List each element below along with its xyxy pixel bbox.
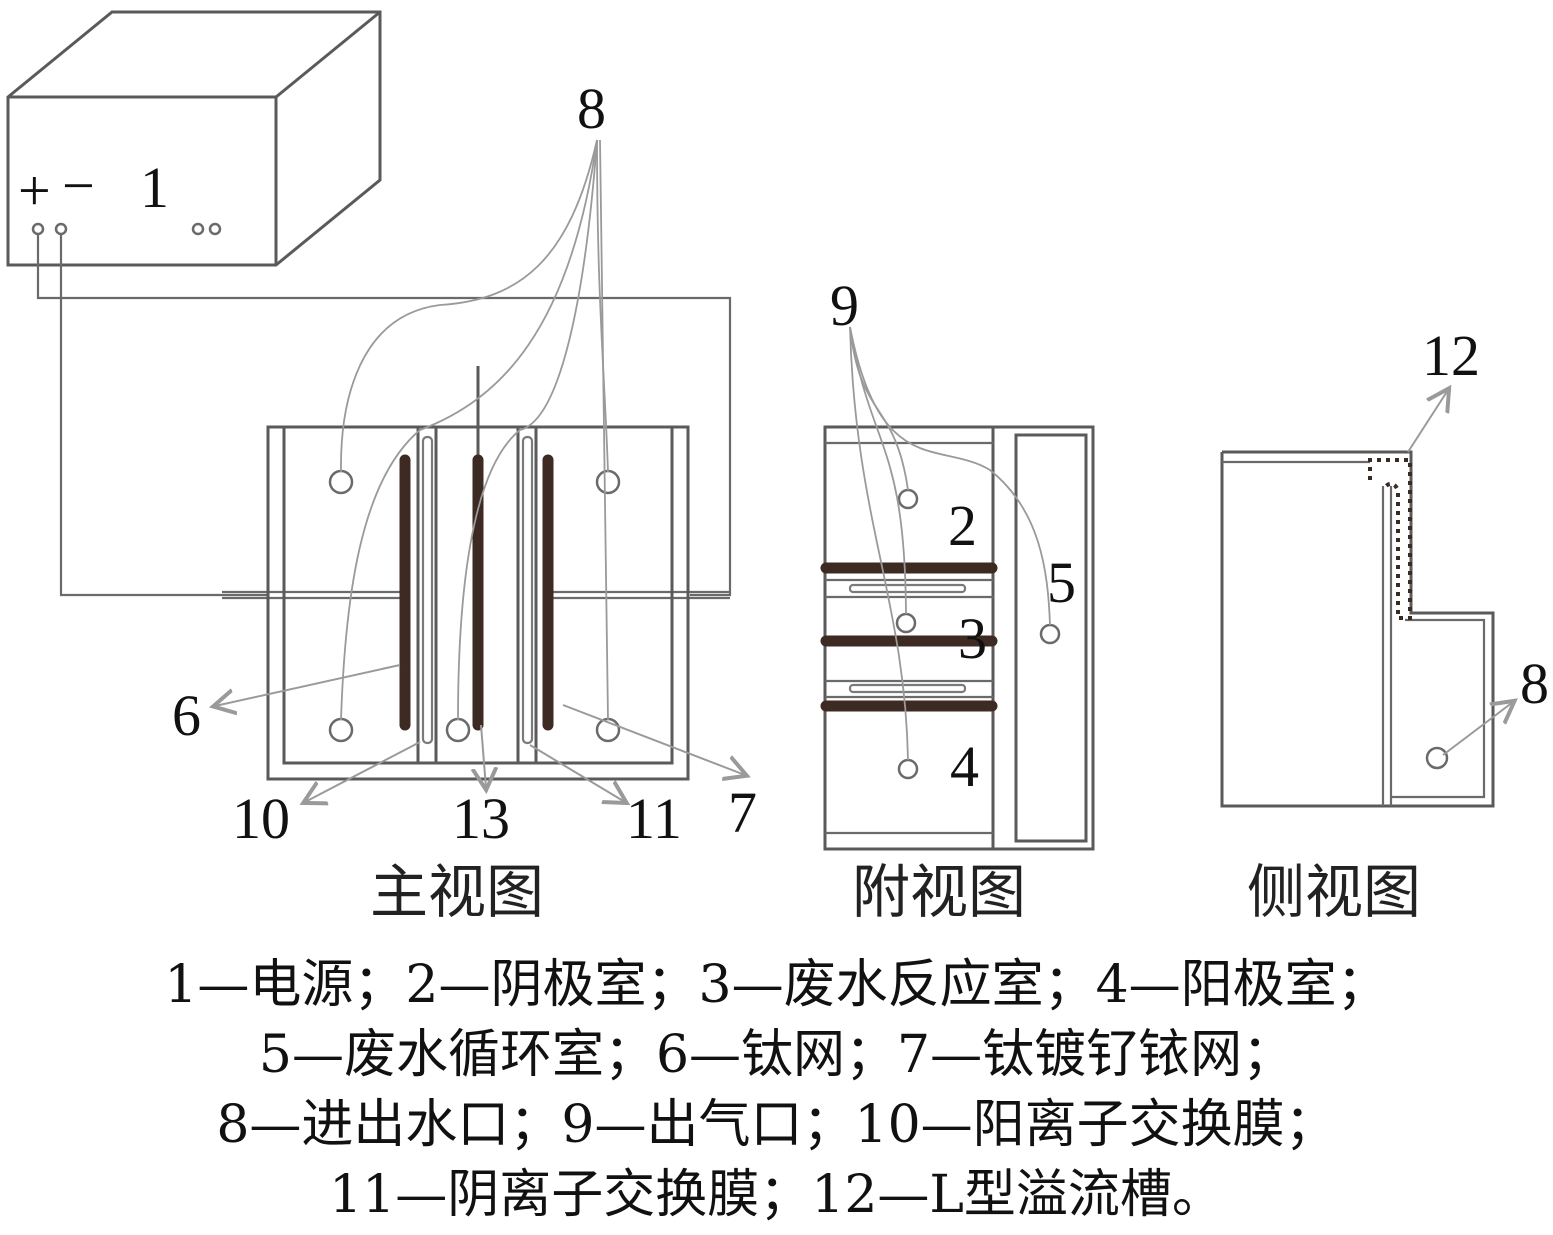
side-view <box>1220 450 1495 808</box>
membrane <box>848 683 967 694</box>
label-6: 6 <box>172 683 201 748</box>
front-view <box>266 425 690 781</box>
top-view <box>820 425 1095 851</box>
gas-outlet-icon <box>897 758 919 780</box>
label-1: 1 <box>140 155 169 220</box>
label-11: 11 <box>626 786 682 851</box>
gas-outlet-icon <box>897 488 919 510</box>
negative-terminal-icon <box>54 222 68 236</box>
label-3: 3 <box>958 606 987 671</box>
power-wires <box>36 234 732 600</box>
label-10: 10 <box>232 786 290 851</box>
gas-outlet-icon <box>895 612 917 634</box>
legend-line: 11—阴离子交换膜；12—L型溢流槽。 <box>329 1165 1224 1225</box>
indicator-icon <box>191 222 205 236</box>
legend-line: 5—废水循环室；6—钛网；7—钛镀钌铱网； <box>258 1025 1295 1085</box>
label-13: 13 <box>452 786 510 851</box>
water-port-icon <box>595 469 621 495</box>
label-8: 8 <box>577 76 606 141</box>
label-7: 7 <box>728 780 757 845</box>
water-port-icon <box>1039 623 1061 645</box>
positive-terminal-icon <box>31 222 45 236</box>
legend-line: 1—电源；2—阴极室；3—废水反应室；4—阳极室； <box>164 955 1389 1015</box>
l-overflow-trough <box>1368 458 1412 620</box>
label-8-side: 8 <box>1520 651 1549 716</box>
water-port-icon <box>1425 746 1449 770</box>
label-4: 4 <box>950 734 979 799</box>
front-view-arrows <box>215 664 745 802</box>
power-supply: + − 1 <box>6 10 382 267</box>
minus-terminal-label: − <box>62 153 95 218</box>
membrane <box>848 583 967 594</box>
label-9: 9 <box>830 273 859 338</box>
leader-lines-8 <box>340 139 609 721</box>
water-port-icon <box>328 717 354 743</box>
indicator-icon <box>208 222 222 236</box>
legend-line: 8—进出水口；9—出气口；10—阳离子交换膜； <box>216 1095 1337 1155</box>
label-12: 12 <box>1422 323 1480 388</box>
leader-lines-9 <box>849 326 1051 761</box>
label-2: 2 <box>948 493 977 558</box>
front-view-title: 主视图 <box>370 858 544 926</box>
top-view-title: 附视图 <box>852 858 1026 926</box>
label-5: 5 <box>1047 550 1076 615</box>
water-port-icon <box>328 469 354 495</box>
side-view-title: 侧视图 <box>1247 858 1421 926</box>
cation-exchange-membrane <box>421 435 434 745</box>
plus-terminal-label: + <box>18 158 51 223</box>
water-port-icon <box>445 717 471 743</box>
anion-exchange-membrane <box>521 435 534 745</box>
